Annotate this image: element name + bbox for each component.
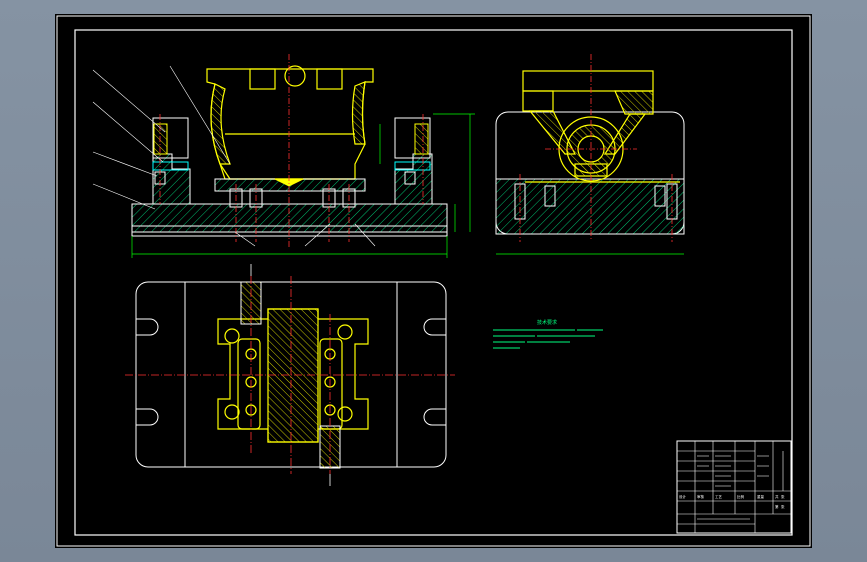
left-clamp-knurl xyxy=(153,123,168,155)
left-clamp-block xyxy=(152,117,189,159)
front-section-view[interactable] xyxy=(92,54,475,258)
side-section-view[interactable] xyxy=(495,54,685,255)
right-clamp-block xyxy=(394,117,431,159)
outer-frame xyxy=(56,15,811,547)
workpiece-casting xyxy=(206,65,374,180)
tb-cell-total: 共 xyxy=(775,494,779,499)
plan-workpiece xyxy=(217,308,369,443)
tb-cell-number: 第 xyxy=(775,504,779,509)
base-bottom xyxy=(131,225,448,237)
technical-notes: 技术要求 xyxy=(493,319,603,349)
side-casting xyxy=(522,70,680,183)
section-markers xyxy=(250,264,331,486)
front-dimensions xyxy=(131,113,475,258)
plan-view[interactable] xyxy=(125,264,455,486)
front-leaders xyxy=(92,65,376,247)
base-plate xyxy=(131,203,448,233)
right-clamp-washer xyxy=(394,161,431,171)
tb-cell-process: 工艺 xyxy=(715,494,723,499)
fixture-drawing-svg: 技术要求 xyxy=(56,15,811,547)
tb-cell-review: 审核 xyxy=(697,494,705,499)
side-base xyxy=(495,178,685,235)
plan-centerlines xyxy=(125,276,455,474)
notes-title: 技术要求 xyxy=(537,319,557,326)
inner-frame xyxy=(74,29,793,536)
front-centerlines xyxy=(159,54,424,249)
side-centerlines xyxy=(519,54,673,242)
title-block[interactable]: 设计 审核 工艺 比例 重量 共 张 第 张 xyxy=(676,440,792,534)
left-clamp-washer xyxy=(152,161,189,171)
drawing-canvas[interactable]: 技术要求 xyxy=(55,14,812,548)
tb-cell-sheet: 张 xyxy=(781,494,785,499)
mounting-slots xyxy=(136,318,446,426)
tb-cell-sheet2: 张 xyxy=(781,504,785,509)
tb-cell-scale: 比例 xyxy=(737,494,745,499)
right-clamp-knurl xyxy=(414,123,429,155)
tb-cell-design: 设计 xyxy=(679,494,687,499)
tb-cell-weight: 重量 xyxy=(757,494,765,499)
notes-lines xyxy=(493,329,603,349)
